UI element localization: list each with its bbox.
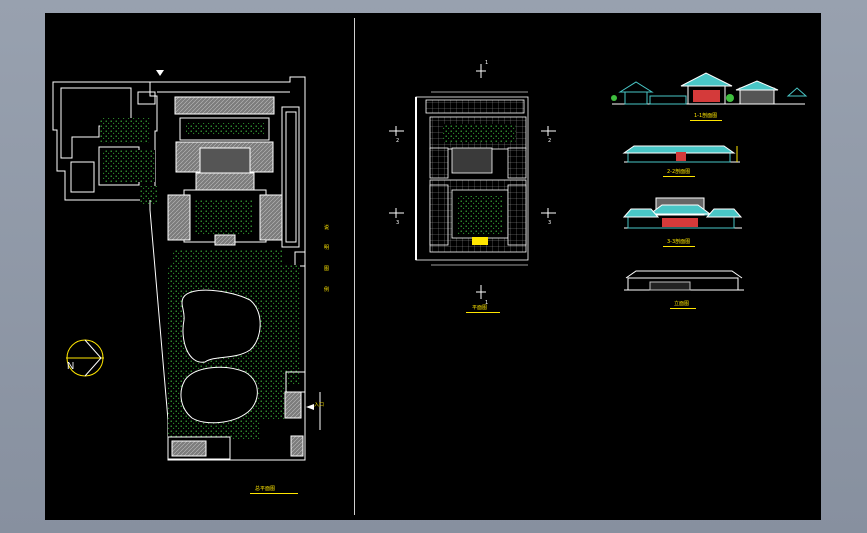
pond-south <box>180 366 258 424</box>
elevation-4-caption: 立面图 <box>674 301 690 307</box>
sheet-divider-line <box>354 18 355 515</box>
section-mark-label: 3 <box>548 220 552 226</box>
caption-underline <box>670 308 696 309</box>
section-mark-label: 1 <box>485 300 489 306</box>
north-arrow-icon <box>66 339 104 377</box>
site-plan[interactable] <box>52 76 306 461</box>
elevation-2-caption: 2-2剖面图 <box>667 169 691 175</box>
elevation-1-caption: 1-1剖面图 <box>694 113 718 119</box>
section-mark-label: 2 <box>396 138 400 144</box>
elevation-2[interactable] <box>622 145 740 163</box>
section-marks <box>389 64 556 299</box>
elevation-4[interactable] <box>624 270 744 291</box>
caption-underline <box>663 246 695 247</box>
caption-underline <box>250 493 298 494</box>
section-mark-label: 1 <box>485 60 489 66</box>
caption-underline <box>466 312 500 313</box>
section-mark-label: 3 <box>396 220 400 226</box>
pond-north <box>181 289 261 363</box>
north-letter: N <box>67 361 75 372</box>
elevation-3[interactable] <box>622 197 743 229</box>
floor-plan-caption: 平面图 <box>472 305 488 311</box>
floor-plan[interactable] <box>415 91 529 266</box>
section-mark-label: 2 <box>548 138 552 144</box>
lawn-patch <box>100 118 150 143</box>
elevation-1[interactable] <box>611 72 808 105</box>
elevation-3-caption: 3-3剖面图 <box>667 239 691 245</box>
side-note-1: 说 <box>324 225 330 231</box>
site-boundary <box>149 76 306 461</box>
caption-underline <box>663 176 695 177</box>
side-note-3: 图 <box>324 266 330 272</box>
entrance-marker-icon <box>156 70 321 430</box>
north-hall <box>174 96 275 115</box>
side-note-4: 例 <box>324 287 330 293</box>
caption-underline <box>690 120 722 121</box>
site-plan-caption: 总平面图 <box>255 486 276 492</box>
entrance-label: 入口 <box>314 402 325 408</box>
side-note-2: 明 <box>324 245 330 251</box>
